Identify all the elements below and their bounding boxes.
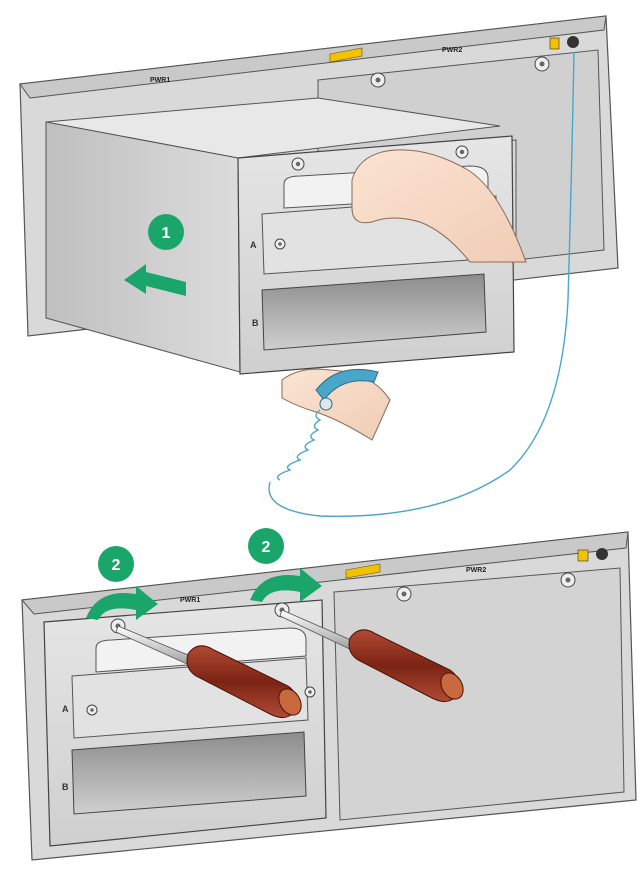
esd-jack-bottom — [596, 548, 608, 560]
step-2-number-left: 2 — [112, 557, 121, 574]
rotate-arrow-icon — [86, 586, 158, 620]
slot-b-top — [261, 273, 487, 351]
pull-direction-arrow-icon — [124, 264, 186, 296]
pwr1-label-bottom: PWR1 — [180, 597, 200, 604]
screwdriver-icon — [279, 609, 464, 702]
step-1-number: 1 — [162, 225, 171, 242]
power-module-side-face — [45, 121, 241, 373]
warning-label-top — [329, 47, 363, 63]
warning-label-bottom — [345, 563, 381, 579]
step-2-badge-right: 2 — [248, 528, 284, 564]
slot-a-label-bottom: A — [62, 704, 69, 714]
step-1-badge: 1 — [148, 214, 184, 250]
bottom-view: PWR1 PWR2 A B — [21, 528, 637, 861]
slot-b-bottom — [71, 731, 307, 815]
esd-cable-coil — [276, 409, 322, 481]
pwr2-blank-panel-bottom — [333, 567, 625, 821]
pwr2-label-bottom: PWR2 — [466, 567, 486, 574]
wrist-icon — [281, 368, 391, 441]
chassis-top-edge-bottom — [21, 531, 629, 615]
slot-a-label-top: A — [250, 240, 257, 250]
esd-wrist-strap-icon — [315, 368, 379, 411]
pwr2-label-top: PWR2 — [442, 47, 462, 54]
esd-symbol-top — [549, 37, 560, 50]
esd-jack-top — [567, 36, 579, 48]
slot-b-label-top: B — [252, 318, 259, 328]
hand-icon — [351, 149, 527, 263]
screwdriver-icon — [115, 625, 302, 718]
esd-symbol-bottom — [577, 549, 589, 562]
chassis-top-edge — [19, 15, 607, 99]
captive-screw-icon — [370, 56, 550, 88]
pwr1-label-top: PWR1 — [150, 77, 170, 84]
esd-cable-line — [268, 51, 575, 517]
rotate-arrow-icon — [250, 568, 322, 602]
slot-b-label-bottom: B — [62, 782, 69, 792]
top-view: PWR1 PWR2 A B — [19, 15, 619, 517]
step-2-number-right: 2 — [262, 539, 271, 556]
step-2-badge-left: 2 — [98, 546, 134, 582]
